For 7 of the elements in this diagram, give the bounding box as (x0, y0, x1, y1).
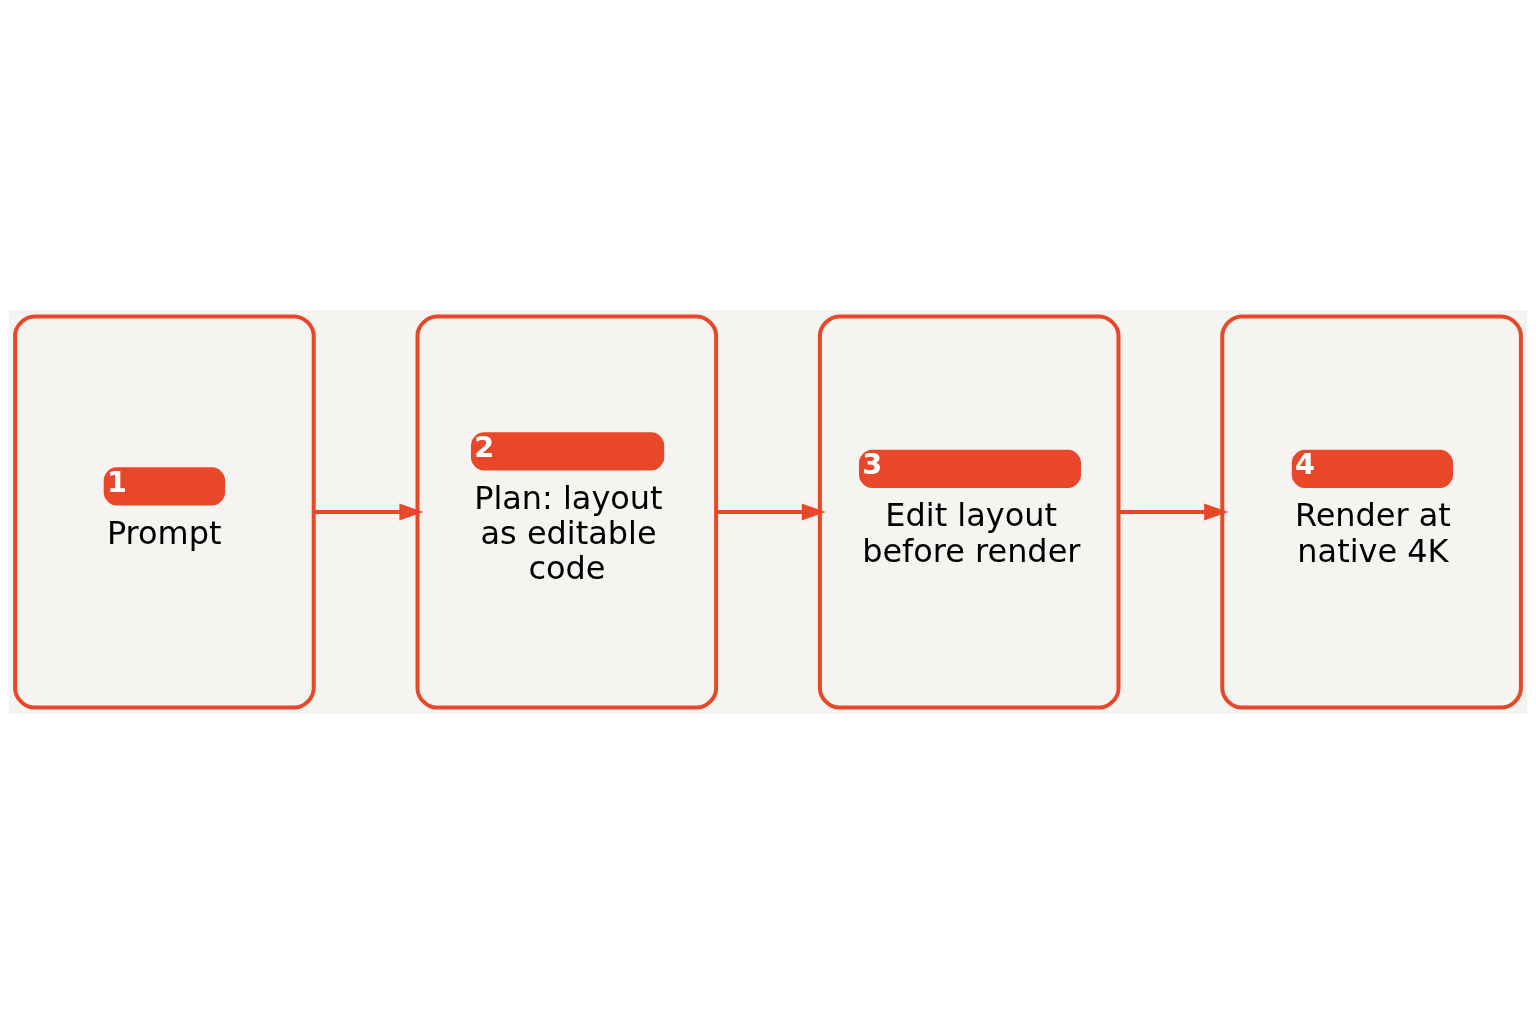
arrow (1118, 503, 1229, 521)
arrow (716, 503, 826, 521)
node-box: 1 Prompt (13, 314, 316, 710)
arrow (314, 503, 424, 521)
node-box: 3 Edit layout before render (817, 314, 1121, 710)
node-box: 2 Plan: layout as editable code (415, 314, 719, 710)
node-box: 4 Render at native 4K (1220, 314, 1523, 710)
